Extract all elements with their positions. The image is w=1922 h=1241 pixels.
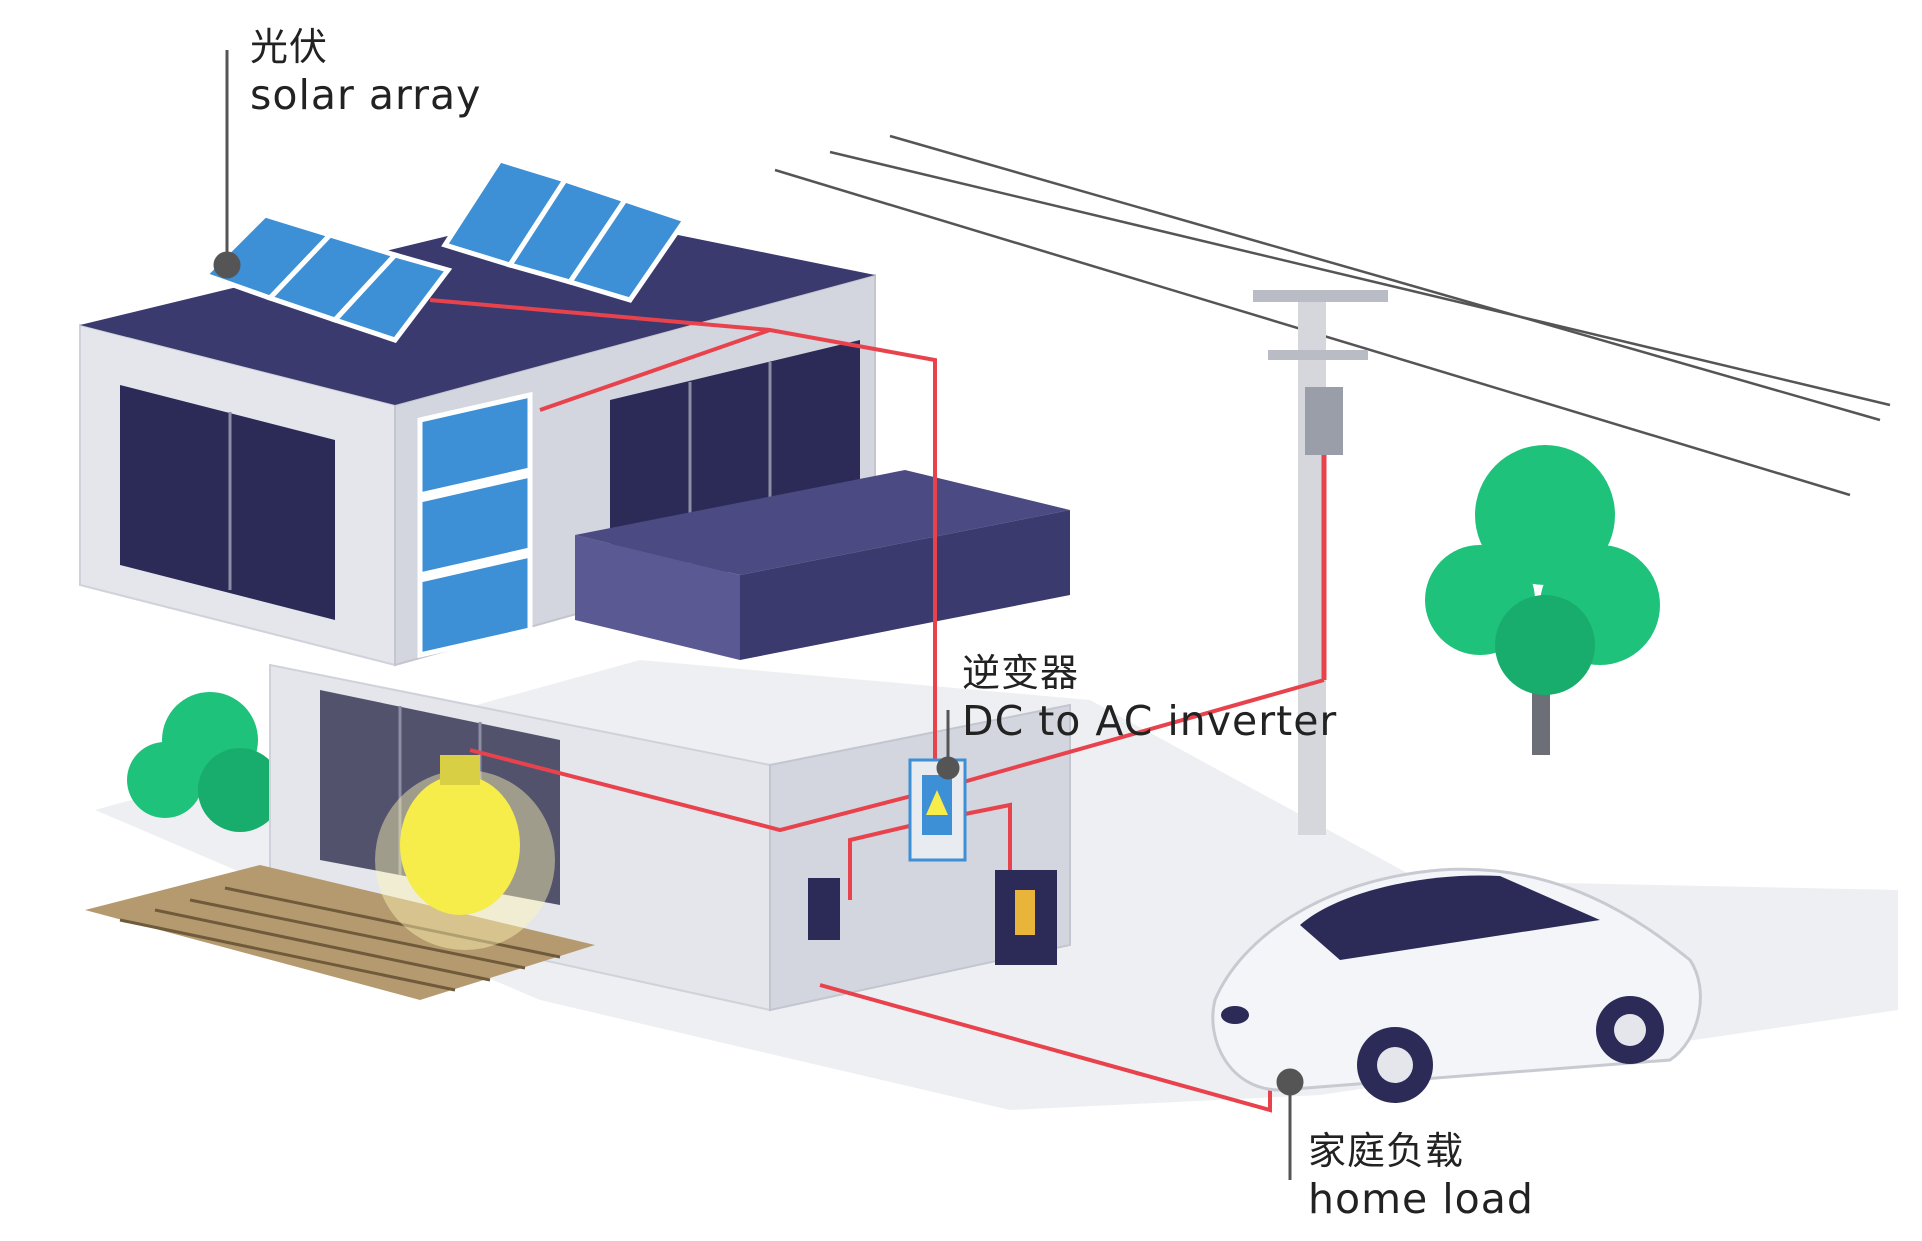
solar-array-label: 光伏 solar array (250, 24, 481, 120)
load-callout-dot (1276, 1068, 1304, 1096)
house (79, 210, 1071, 1012)
meter-box (808, 878, 840, 940)
bush-icon (127, 692, 282, 832)
solar-array-label-zh: 光伏 (250, 25, 329, 69)
battery-box (995, 870, 1057, 965)
deck (85, 865, 595, 1000)
inverter-label-en: DC to AC inverter (962, 697, 1338, 745)
inverter-label-zh: 逆变器 (962, 651, 1080, 695)
home-load-label-zh: 家庭负载 (1308, 1129, 1465, 1173)
tree-icon (1425, 445, 1660, 755)
inverter-label: 逆变器 DC to AC inverter (962, 650, 1337, 746)
light-bulb-icon (375, 755, 555, 950)
roof-solar-panels (200, 157, 689, 343)
utility-pole (1253, 290, 1388, 835)
home-load-label-en: home load (1308, 1175, 1534, 1223)
inverter-callout-dot (936, 756, 960, 780)
solar-callout-dot (213, 251, 241, 279)
home-load-label: 家庭负载 home load (1308, 1128, 1534, 1224)
inverter-box (908, 758, 967, 862)
solar-array-label-en: solar array (250, 71, 482, 119)
wall-solar-panels (417, 391, 533, 659)
callout-pointers (213, 50, 1304, 1180)
electric-car-icon (1211, 867, 1702, 1103)
